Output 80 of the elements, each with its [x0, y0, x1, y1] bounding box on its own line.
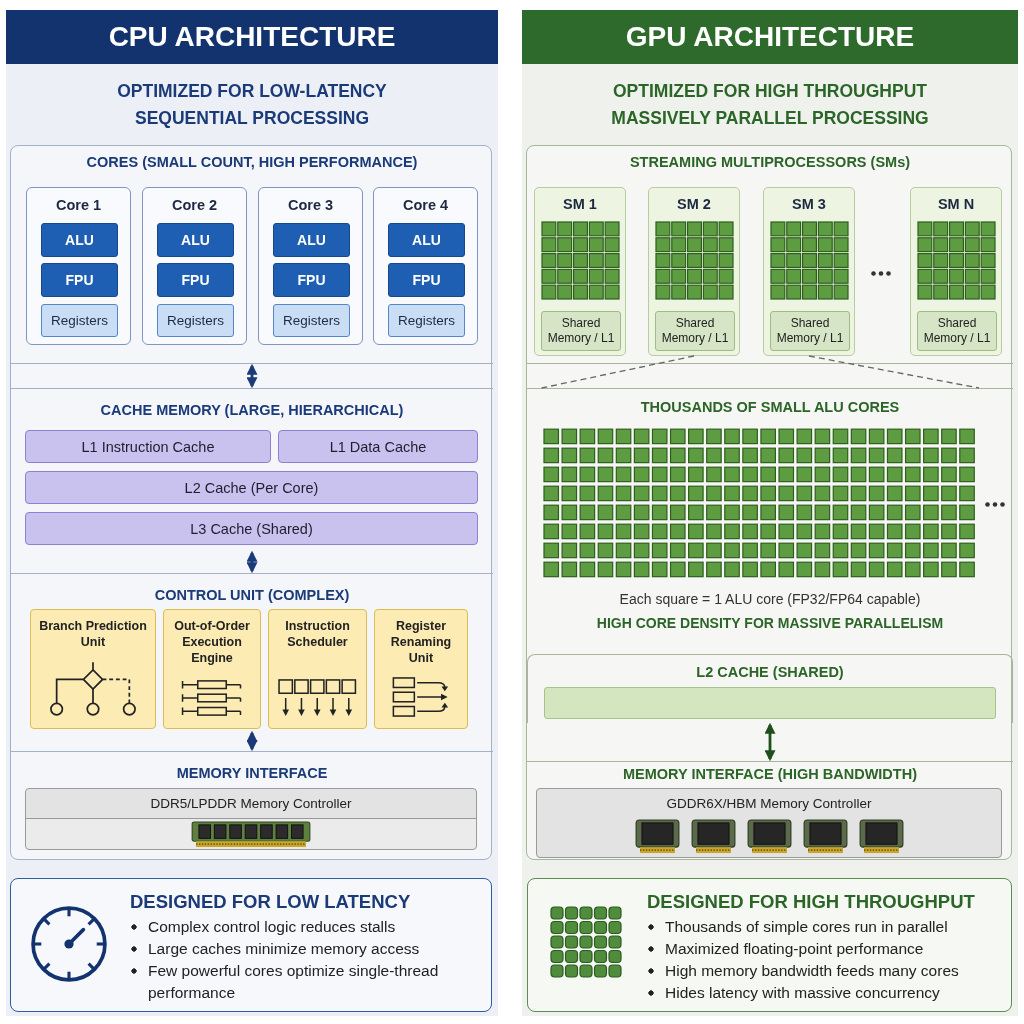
shared-memory-box: Shared Memory / L1 — [655, 311, 735, 351]
core-label: Core 3 — [287, 197, 334, 214]
core-box — [258, 187, 363, 345]
core-box — [373, 187, 478, 345]
register-box: Registers — [388, 304, 465, 337]
memory-controller-box — [25, 788, 477, 850]
section-title: THOUSANDS OF SMALL ALU CORES — [640, 399, 900, 416]
unit-box: ALU — [157, 223, 234, 257]
section-title: CONTROL UNIT (COMPLEX) — [154, 587, 350, 604]
summary-heading: DESIGNED FOR HIGH THROUGHPUT — [647, 890, 975, 914]
architecture-frame — [526, 145, 1012, 860]
unit-label: Register Renaming Unit — [389, 618, 453, 666]
core-label: Core 1 — [55, 197, 102, 214]
architecture-frame — [10, 145, 492, 860]
section-title: L2 CACHE (SHARED) — [696, 664, 844, 681]
sm-box — [648, 187, 740, 356]
cache-box: L2 Cache (Per Core) — [25, 471, 478, 504]
section-band — [11, 573, 493, 731]
shared-memory-box: Shared Memory / L1 — [770, 311, 850, 351]
unit-label: Branch Prediction Unit — [38, 618, 148, 650]
sm-label: SM 2 — [677, 196, 711, 213]
unit-box: FPU — [41, 263, 118, 297]
header-banner: GPU ARCHITECTURE — [522, 10, 1018, 64]
register-box: Registers — [157, 304, 234, 337]
section-title: CORES (SMALL COUNT, HIGH PERFORMANCE) — [86, 154, 418, 171]
control-unit-box — [268, 609, 367, 729]
sm-label: SM N — [937, 196, 975, 213]
section-band — [527, 761, 1013, 861]
register-box: Registers — [273, 304, 350, 337]
header-banner: CPU ARCHITECTURE — [6, 10, 498, 64]
dashed-line — [808, 355, 980, 389]
panel — [6, 10, 498, 1016]
summary-card — [527, 878, 1012, 1012]
core-box — [26, 187, 131, 345]
summary-card — [10, 878, 492, 1012]
register-box: Registers — [41, 304, 118, 337]
sm-label: SM 1 — [563, 196, 597, 213]
subtitle: OPTIMIZED FOR LOW-LATENCY SEQUENTIAL PROCESSING — [116, 80, 388, 130]
core-label: Core 2 — [171, 197, 218, 214]
cache-box: L1 Data Cache — [278, 430, 478, 463]
section-title: STREAMING MULTIPROCESSORS (SMs) — [629, 154, 911, 171]
grid-caption: Each square = 1 ALU core (FP32/FP64 capable) — [619, 591, 921, 608]
memory-controller-box — [536, 788, 1002, 858]
double-arrow — [246, 730, 258, 752]
unit-box: ALU — [273, 223, 350, 257]
core-label: Core 4 — [402, 197, 449, 214]
shared-memory-box: Shared Memory / L1 — [917, 311, 997, 351]
unit-label: Out-of-Order Execution Engine — [173, 618, 251, 666]
unit-box: FPU — [157, 263, 234, 297]
control-unit-box — [30, 609, 156, 729]
control-unit-box — [374, 609, 468, 729]
shared-memory-box: Shared Memory / L1 — [541, 311, 621, 351]
core-box — [142, 187, 247, 345]
unit-label: Instruction Scheduler — [284, 618, 351, 650]
sm-box — [763, 187, 855, 356]
summary-heading: DESIGNED FOR LOW LATENCY — [130, 890, 411, 914]
cache-bar — [544, 687, 996, 719]
control-unit-box — [163, 609, 261, 729]
section-title: MEMORY INTERFACE — [176, 765, 328, 782]
section-band — [527, 654, 1013, 723]
panel — [522, 10, 1018, 1016]
double-arrow — [246, 363, 258, 389]
subtitle: OPTIMIZED FOR HIGH THROUGHPUT MASSIVELY PARALLEL PROCESSING — [610, 80, 930, 130]
sm-label: SM 3 — [792, 196, 826, 213]
controller-label: GDDR6X/HBM Memory Controller — [666, 796, 872, 812]
double-arrow — [246, 550, 258, 574]
unit-box: ALU — [388, 223, 465, 257]
controller-label: DDR5/LPDDR Memory Controller — [150, 796, 352, 812]
cache-box: L1 Instruction Cache — [25, 430, 271, 463]
section-title: CACHE MEMORY (LARGE, HIERARCHICAL) — [100, 402, 404, 419]
unit-box: ALU — [41, 223, 118, 257]
dashed-line — [540, 355, 695, 389]
unit-box: FPU — [388, 263, 465, 297]
unit-box: FPU — [273, 263, 350, 297]
double-arrow — [764, 722, 776, 762]
section-title: MEMORY INTERFACE (HIGH BANDWIDTH) — [623, 766, 917, 783]
sm-box — [910, 187, 1002, 356]
cache-box: L3 Cache (Shared) — [25, 512, 478, 545]
section-note: HIGH CORE DENSITY FOR MASSIVE PARALLELISM — [596, 615, 944, 632]
sm-box — [534, 187, 626, 356]
